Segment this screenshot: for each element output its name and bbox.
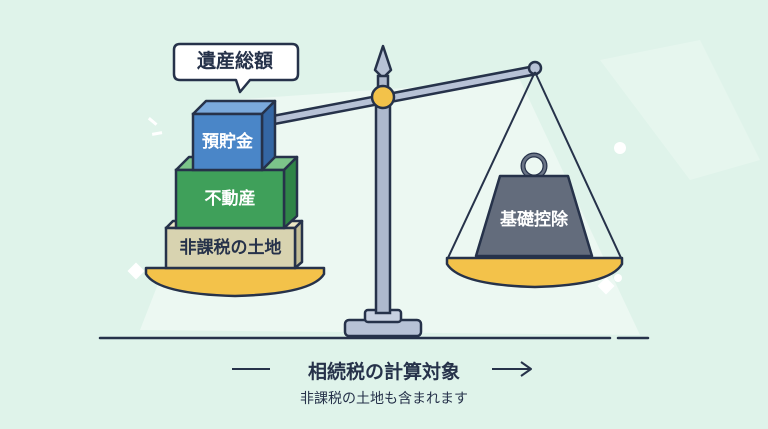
scale-pillar [374,93,392,315]
arrow-right-icon [492,361,532,377]
tax-exempt-land-label: 非課税の土地 [179,238,282,258]
sparkle-decoration [127,117,626,295]
caption-note: 非課税の土地も含まれます [300,391,468,407]
right-scale-pan [445,256,624,289]
weight-icon [474,152,594,258]
real-estate-label: 不動産 [204,189,256,209]
savings-label: 預貯金 [202,132,253,152]
background-shape-2 [600,40,760,180]
box-savings [191,99,277,172]
left-scale-pan [144,266,326,298]
scale-pivot [370,84,396,110]
right-pan-string [446,71,536,261]
estate-total-label: 遺産総額 [196,50,273,72]
right-pan-string [534,71,623,261]
basic-deduction-label: 基礎控除 [500,210,568,230]
caption-title: 相続税の計算対象 [307,361,460,383]
speech-bubble [172,42,300,94]
scale-finial [373,44,393,80]
